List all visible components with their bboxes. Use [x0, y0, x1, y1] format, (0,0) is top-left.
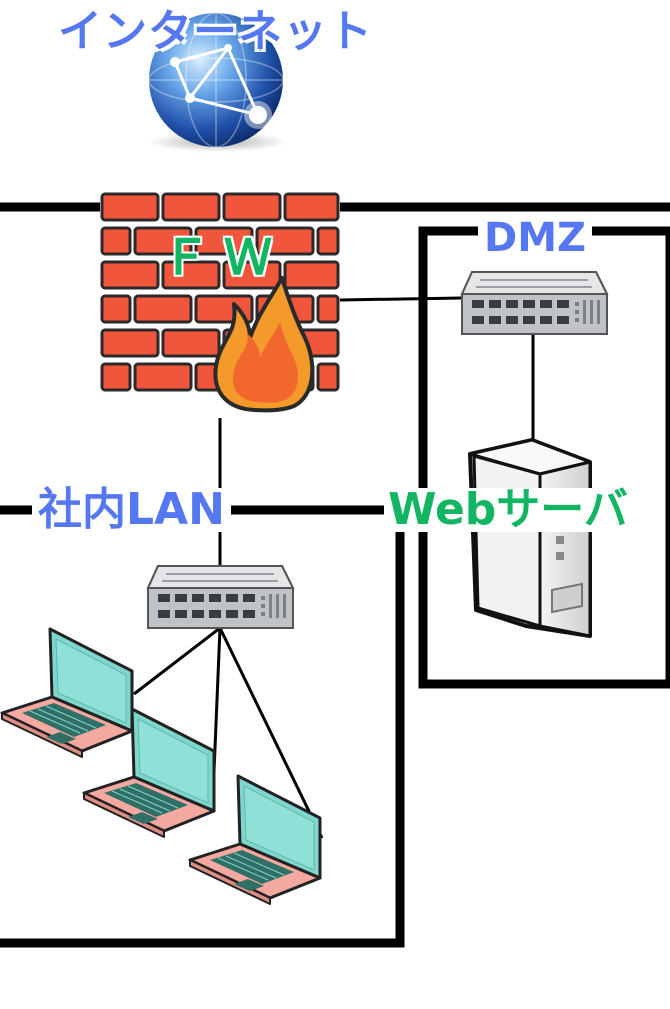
brick: [222, 192, 282, 222]
firewall-icon: [100, 192, 340, 413]
brick: [316, 362, 340, 392]
brick: [133, 226, 193, 256]
brick: [161, 328, 221, 358]
brick: [100, 226, 132, 256]
lan-label: 社内LAN: [32, 488, 231, 532]
brick: [100, 260, 160, 290]
brick: [283, 192, 340, 222]
brick: [100, 328, 160, 358]
brick: [316, 226, 340, 256]
flame-icon: [213, 276, 315, 413]
link-lan-switch-laptop-2: [212, 627, 222, 773]
link-lan-switch-laptop-3: [218, 627, 324, 839]
server-icon: [468, 438, 592, 638]
brick: [161, 192, 221, 222]
brick: [133, 294, 193, 324]
link-lan-switch-laptop-1: [133, 626, 221, 696]
web-server-label: Webサーバ: [384, 488, 632, 532]
brick: [222, 260, 282, 290]
brick: [283, 260, 340, 290]
brick: [194, 226, 254, 256]
brick: [100, 192, 160, 222]
brick: [133, 362, 193, 392]
link-fw-dmz-switch: [339, 296, 463, 302]
dmz-label: DMZ: [478, 218, 593, 258]
brick: [100, 294, 132, 324]
brick: [316, 294, 340, 324]
laptop-icon: [0, 627, 134, 759]
brick: [161, 260, 221, 290]
brick: [255, 226, 315, 256]
brick: [100, 362, 132, 392]
globe-icon: [148, 12, 288, 152]
firewall-label: ＦＷ: [162, 230, 287, 286]
switch-icon: [147, 565, 294, 629]
internet-label: インターネット: [58, 6, 373, 57]
switch-icon: [461, 271, 608, 335]
